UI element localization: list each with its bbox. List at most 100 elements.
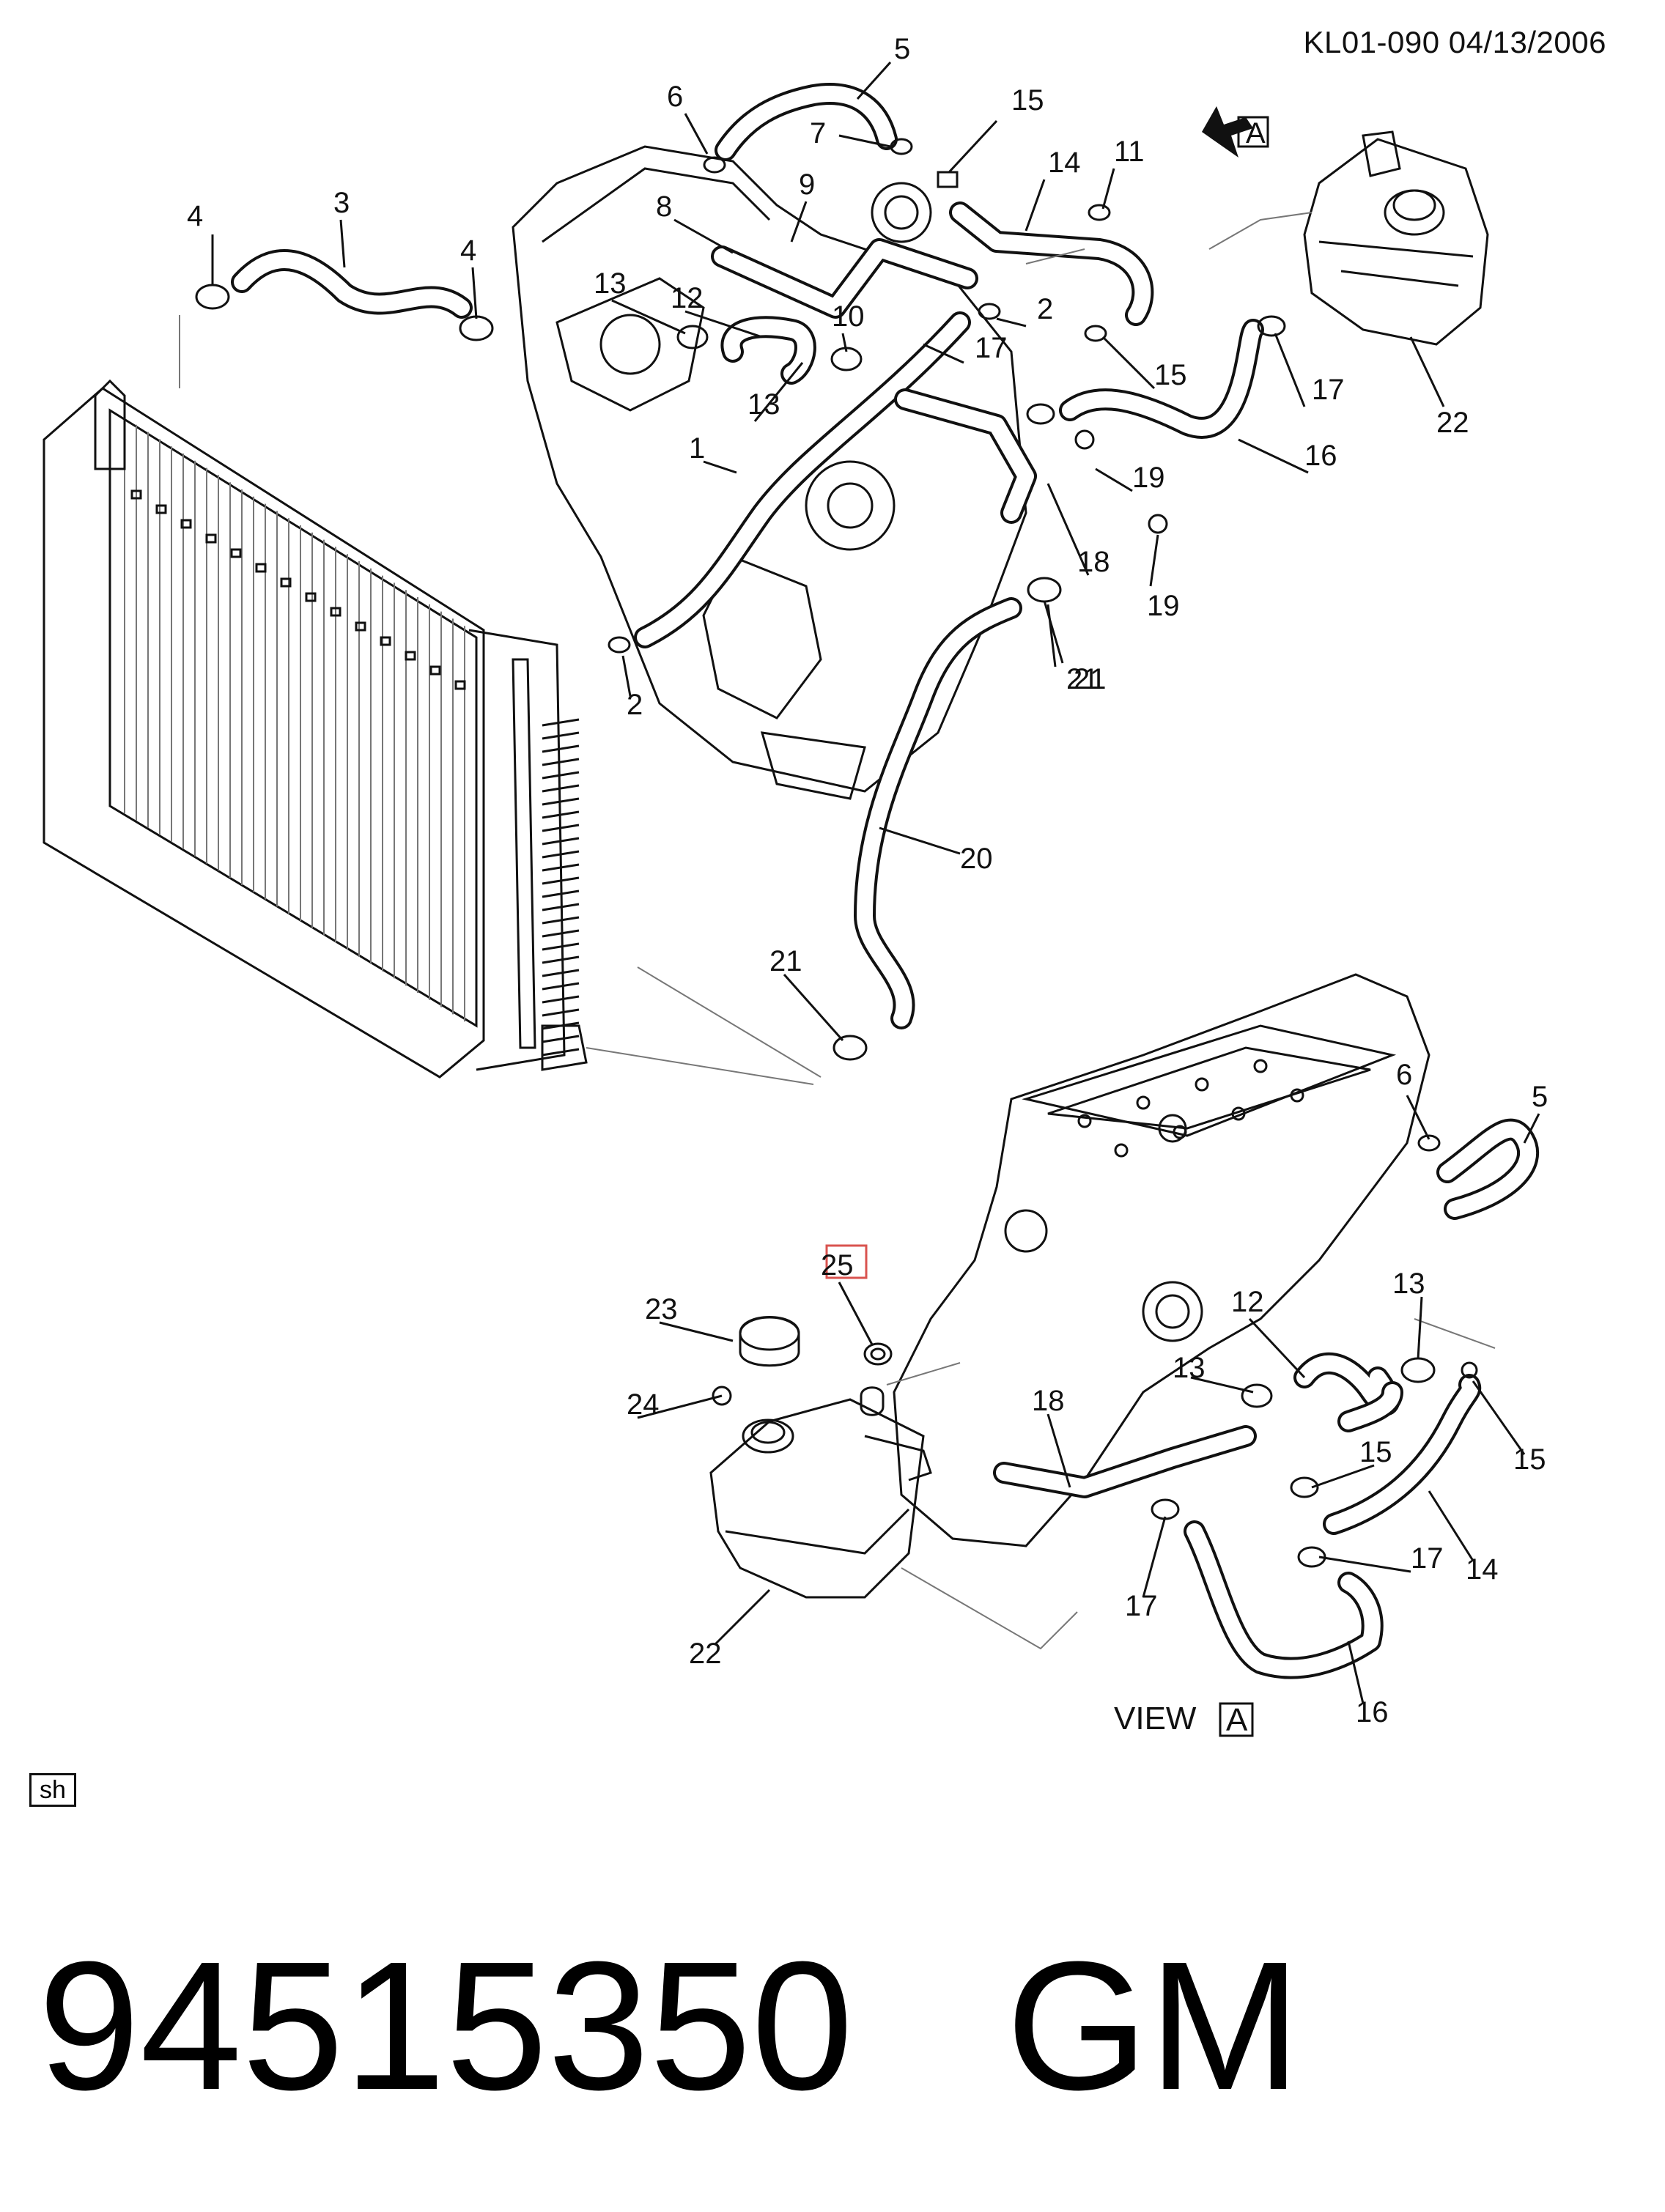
- leader-line: [471, 267, 478, 319]
- leader-line: [713, 1588, 771, 1646]
- coolant-reservoir-top: [1303, 130, 1489, 346]
- callout-top-1: 1: [689, 432, 705, 465]
- leader-line: [684, 310, 763, 339]
- tank-rib: [542, 1008, 580, 1017]
- leader-line: [1523, 1113, 1540, 1144]
- part-25-grommet: [825, 1244, 893, 1366]
- callout-bottom-17: 17: [1125, 1590, 1158, 1622]
- callout-top-4: 4: [187, 200, 203, 232]
- leader-line: [1101, 336, 1156, 390]
- callout-top-18: 18: [1077, 546, 1110, 578]
- callout-top-15: 15: [1011, 84, 1044, 116]
- callout-bottom-13: 13: [1392, 1268, 1425, 1300]
- callout-top-21: 21: [1074, 663, 1107, 695]
- callout-bottom-18: 18: [1032, 1385, 1065, 1417]
- callout-top-19: 19: [1132, 462, 1165, 494]
- tank-rib: [542, 995, 580, 1004]
- callout-bottom-22: 22: [689, 1638, 722, 1670]
- view-a-label: VIEW A: [1114, 1701, 1254, 1738]
- leader-line: [879, 826, 961, 855]
- tank-rib: [542, 929, 580, 938]
- leader-line: [1472, 1380, 1526, 1455]
- tank-rib: [542, 955, 580, 964]
- tank-rib: [542, 758, 580, 766]
- callout-top-14: 14: [1048, 147, 1081, 179]
- view-a-marker: A: [1202, 106, 1269, 158]
- engine-top: [512, 145, 1027, 800]
- callout-top-3: 3: [333, 187, 350, 219]
- part-number: 94515350: [38, 1923, 854, 2128]
- tank-rib: [542, 744, 580, 753]
- cam-cover-bolt: [1077, 1114, 1092, 1128]
- callout-top-2: 2: [1037, 293, 1053, 325]
- tank-rib: [542, 771, 580, 780]
- clamps-top: [195, 138, 1286, 1061]
- callout-top-9: 9: [799, 169, 815, 201]
- callout-top-13: 13: [747, 388, 780, 421]
- callout-bottom-17: 17: [1411, 1542, 1444, 1575]
- leader-line: [790, 201, 808, 243]
- view-label-letter: A: [1226, 1702, 1248, 1738]
- tank-rib: [542, 916, 580, 925]
- leader-line: [1274, 333, 1306, 407]
- tank-rib: [542, 1035, 580, 1043]
- leader-line: [948, 119, 998, 174]
- radiator-tab: [255, 563, 267, 573]
- diagram-reference: KL01-090 04/13/2006: [1303, 25, 1606, 59]
- callout-bottom-16: 16: [1356, 1696, 1389, 1728]
- leader-line: [1248, 1317, 1306, 1379]
- cam-cover-bolt: [1195, 1077, 1209, 1092]
- tank-rib: [542, 718, 580, 727]
- radiator-tab: [205, 533, 217, 544]
- callout-bottom-15: 15: [1359, 1436, 1392, 1468]
- radiator-tab: [155, 504, 167, 514]
- leader-line: [1406, 1095, 1430, 1140]
- leader-line: [339, 219, 346, 268]
- radiator-tab: [230, 548, 242, 558]
- leader-line: [1046, 1413, 1071, 1488]
- leader-line: [923, 343, 964, 364]
- leader-line: [703, 460, 737, 474]
- leader-line: [621, 655, 632, 697]
- brand: GM: [1005, 1923, 1302, 2128]
- tank-rib: [542, 969, 580, 977]
- cam-cover-bolt: [1136, 1095, 1151, 1110]
- cam-cover-bolt: [1231, 1106, 1246, 1121]
- radiator-tab: [305, 592, 317, 602]
- engine-bottom: [893, 973, 1430, 1547]
- callout-top-11: 11: [1114, 136, 1145, 168]
- callout-top-16: 16: [1304, 440, 1337, 472]
- leader-line: [1101, 168, 1115, 210]
- callout-top-8: 8: [656, 191, 672, 223]
- coolant-reservoir-bottom: [709, 1316, 932, 1599]
- radiator: [43, 315, 588, 1079]
- radiator-tab: [454, 680, 466, 690]
- callout-top-4: 4: [460, 234, 476, 267]
- callout-top-22: 22: [1436, 407, 1469, 439]
- callout-top-20: 20: [960, 843, 993, 875]
- callout-bottom-6: 6: [1396, 1059, 1412, 1091]
- callout-bottom-12: 12: [1231, 1286, 1264, 1318]
- leader-line: [1025, 179, 1046, 232]
- leader-line: [1311, 1464, 1375, 1489]
- radiator-tab: [180, 519, 192, 529]
- leader-line: [673, 218, 734, 254]
- leader-line: [684, 113, 709, 155]
- callout-top-17: 17: [1312, 374, 1345, 406]
- leader-line: [996, 317, 1027, 328]
- leader-line: [841, 333, 848, 352]
- callout-bottom-23: 23: [645, 1293, 678, 1325]
- footer-part-number: 94515350 GM: [38, 1934, 1301, 2117]
- highlight-box: [825, 1244, 868, 1279]
- callout-top-15: 15: [1154, 359, 1187, 391]
- leader-line: [1142, 1516, 1167, 1598]
- radiator-tab: [330, 607, 342, 617]
- callout-top-2: 2: [627, 689, 643, 721]
- callout-leaders: [211, 61, 1540, 1704]
- radiator-tab: [405, 651, 416, 661]
- tank-rib: [542, 1048, 580, 1057]
- callout-top-21: 21: [769, 945, 802, 977]
- cam-cover-bolt: [1290, 1088, 1304, 1103]
